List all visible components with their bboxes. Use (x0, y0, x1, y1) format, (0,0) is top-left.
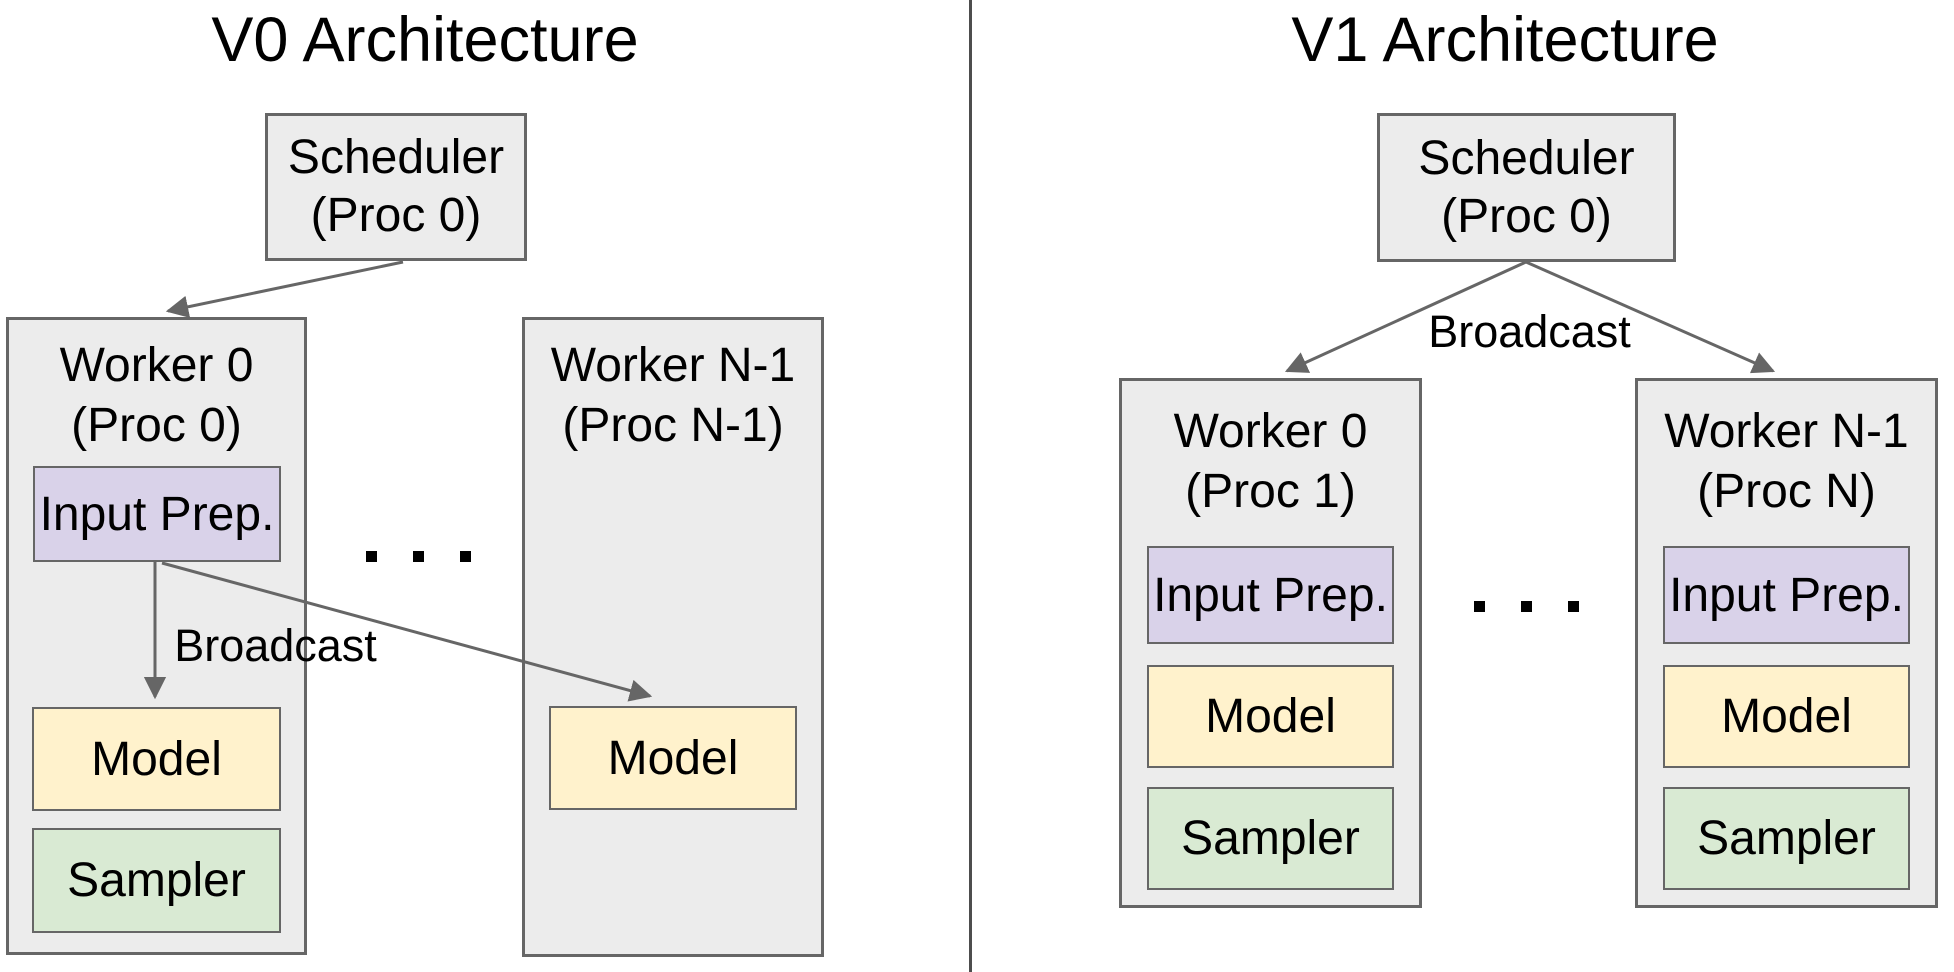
v0-workerN-box: Worker N-1 (Proc N-1) Model (522, 317, 824, 957)
v1-worker0-label: Worker 0 (Proc 1) (1122, 402, 1419, 522)
v1-workerN-label: Worker N-1 (Proc N) (1638, 402, 1935, 522)
dot (460, 551, 471, 562)
v1-worker0-sampler-box: Sampler (1147, 787, 1394, 890)
dot (366, 551, 377, 562)
dot (1568, 601, 1579, 612)
v1-workerN-name: Worker N-1 (1664, 405, 1909, 458)
v0-worker0-label: Worker 0 (Proc 0) (9, 336, 304, 456)
v1-worker0-model-box: Model (1147, 665, 1394, 768)
panel-divider (969, 0, 972, 972)
v1-ellipsis-dots (1474, 601, 1579, 612)
v0-panel-title: V0 Architecture (211, 5, 639, 75)
v1-workerN-proc: (Proc N) (1697, 465, 1876, 518)
v1-worker0-box: Worker 0 (Proc 1) Input Prep. Model Samp… (1119, 378, 1422, 908)
v0-scheduler-to-worker0-arrow (165, 260, 404, 318)
dot (413, 551, 424, 562)
v0-scheduler-name: Scheduler (287, 131, 505, 184)
v1-worker0-name: Worker 0 (1173, 405, 1368, 458)
v1-workerN-model-box: Model (1663, 665, 1910, 768)
v1-workerN-sampler-box: Sampler (1663, 787, 1910, 890)
dot (1474, 601, 1485, 612)
v1-workerN-box: Worker N-1 (Proc N) Input Prep. Model Sa… (1635, 378, 1938, 908)
v0-worker0-name: Worker 0 (59, 339, 254, 392)
v0-broadcast-label: Broadcast (174, 620, 377, 671)
v0-workerN-label: Worker N-1 (Proc N-1) (525, 336, 821, 456)
v0-ellipsis-dots (366, 551, 471, 562)
v1-worker0-proc: (Proc 1) (1185, 465, 1356, 518)
v0-scheduler-proc: (Proc 0) (310, 189, 482, 242)
v1-scheduler-proc: (Proc 0) (1441, 189, 1612, 243)
v0-worker0-proc: (Proc 0) (71, 399, 242, 452)
v0-workerN-model-box: Model (549, 706, 797, 810)
v0-workerN-name: Worker N-1 (550, 339, 796, 392)
v0-workerN-proc: (Proc N-1) (562, 399, 784, 452)
v0-worker0-sampler-box: Sampler (32, 828, 281, 933)
v1-worker0-input-prep-box: Input Prep. (1147, 546, 1394, 644)
v1-scheduler-name: Scheduler (1418, 131, 1635, 185)
v1-scheduler-box: Scheduler (Proc 0) (1377, 113, 1676, 262)
dot (1521, 601, 1532, 612)
v0-worker0-input-prep-box: Input Prep. (33, 466, 281, 562)
v0-worker0-model-box: Model (32, 707, 281, 811)
v1-workerN-input-prep-box: Input Prep. (1663, 546, 1910, 644)
v0-scheduler-box: Scheduler (Proc 0) (265, 113, 527, 261)
v1-broadcast-label: Broadcast (1428, 306, 1631, 357)
v1-panel-title: V1 Architecture (1291, 5, 1719, 75)
